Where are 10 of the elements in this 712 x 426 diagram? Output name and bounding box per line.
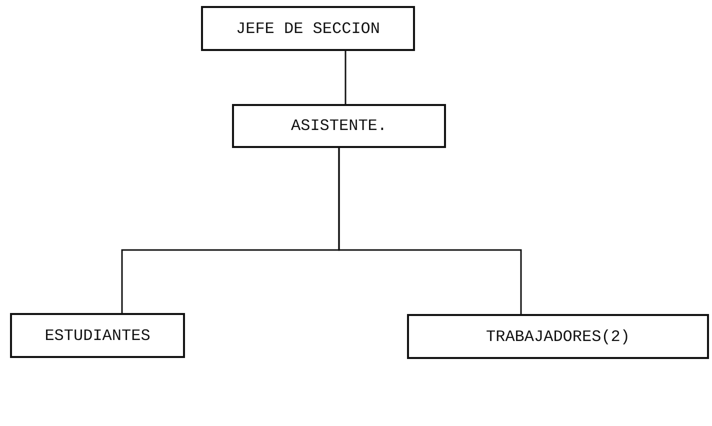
org-box	[10, 313, 185, 358]
connector-line	[344, 51, 346, 104]
box-label: JEFE DE SECCION	[236, 20, 380, 38]
connector-line	[338, 148, 522, 314]
box-label: ESTUDIANTES	[44, 326, 150, 344]
box-label: ASISTENTE.	[290, 117, 387, 135]
org-box	[407, 314, 709, 359]
org-box	[201, 6, 415, 51]
org-box	[232, 104, 446, 148]
box-label: TRABAJADORES(2)	[486, 328, 630, 346]
